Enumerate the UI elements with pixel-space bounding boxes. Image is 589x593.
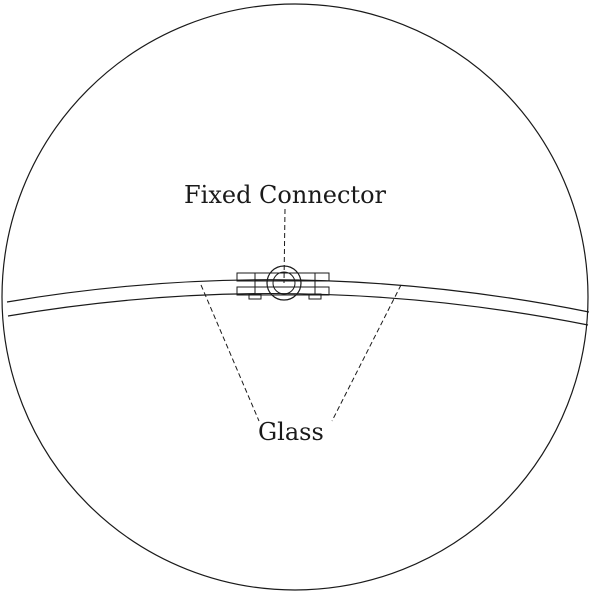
detail-boundary-circle xyxy=(1,3,589,591)
glass-panel-top-edge xyxy=(6,279,589,313)
connector-top-plate xyxy=(236,272,330,282)
connector-leader-line xyxy=(283,208,286,284)
glass-panel-bottom-edge xyxy=(7,292,589,326)
connector-bottom-plate xyxy=(236,286,330,296)
glass-leader-right xyxy=(331,284,402,422)
connector-bolt-inner xyxy=(272,271,296,295)
glass-label: Glass xyxy=(258,418,324,446)
fixed-connector-label: Fixed Connector xyxy=(184,181,386,209)
fixed-connector xyxy=(236,265,330,301)
glass-leader-left xyxy=(200,284,260,422)
